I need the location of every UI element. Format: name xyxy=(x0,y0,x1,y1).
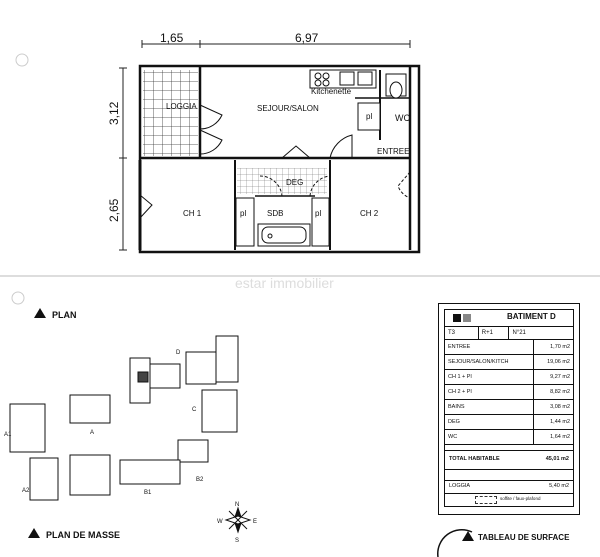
surface-row-value: 1,44 m2 xyxy=(550,419,570,425)
surface-row: WC 1,64 m2 xyxy=(445,429,573,445)
label-wc: WC xyxy=(395,113,410,123)
plan-label-c: C xyxy=(192,407,197,413)
label-entree: ENTREE xyxy=(377,147,409,156)
building-swatch xyxy=(463,314,471,322)
surface-row-label: DEG xyxy=(445,414,535,430)
plan-label-a2: A2 xyxy=(22,488,30,494)
label-pl-right: pl xyxy=(315,209,321,218)
label-pl-wc: pl xyxy=(366,112,372,121)
surface-row-value: 1,70 m2 xyxy=(550,343,570,350)
surface-row-label: CH 2 + Pl xyxy=(445,384,535,400)
loggia-row: LOGGIA 5,40 m2 xyxy=(445,480,573,494)
surface-table-header: BATIMENT D xyxy=(445,310,573,327)
surface-row: DEG 1,44 m2 xyxy=(445,414,573,430)
plan-heading: PLAN xyxy=(52,310,77,320)
label-ch1: CH 1 xyxy=(183,209,202,218)
tableau-arrow-icon xyxy=(462,531,474,541)
surface-table: T3 R+1 N°21 xyxy=(445,327,573,340)
kitchenette-counter xyxy=(309,69,377,89)
scan-mark xyxy=(11,291,25,305)
surface-row-label: CH 1 + Pl xyxy=(445,369,535,385)
tableau-arc xyxy=(437,528,473,557)
plan-de-masse-heading: PLAN DE MASSE xyxy=(46,530,120,540)
legend-text: soffite / faux-plafond xyxy=(500,496,541,501)
surface-row-value: 1,64 m2 xyxy=(550,434,570,440)
dim-left-upper: 3,12 xyxy=(107,101,121,125)
surface-row: ENTREE 1,70 m2 xyxy=(445,339,573,355)
compass-w: W xyxy=(217,519,223,525)
legend-row: soffite / faux-plafond xyxy=(445,495,573,505)
plan-arrow-icon xyxy=(34,308,46,318)
surface-row-value: 8,82 m2 xyxy=(550,389,570,395)
apt-number: N°21 xyxy=(512,329,526,336)
surface-row-value: 3,08 m2 xyxy=(550,404,570,410)
building-title: BATIMENT D xyxy=(507,312,556,321)
surface-table-frame: BATIMENT D T3 R+1 N°21 ENTREE 1,70 m2 SEJO… xyxy=(438,303,580,515)
total-label: TOTAL HABITABLE xyxy=(449,456,500,462)
tableau-heading: TABLEAU DE SURFACE xyxy=(478,533,570,542)
dim-top-left: 1,65 xyxy=(160,31,184,45)
building-swatch xyxy=(453,314,461,322)
closets xyxy=(235,197,330,247)
surface-row-value: 19,06 m2 xyxy=(547,359,570,365)
surface-row: CH 2 + Pl 8,82 m2 xyxy=(445,384,573,400)
surface-row-label: BAINS xyxy=(445,399,535,415)
scan-mark xyxy=(15,53,29,67)
dimension-lines xyxy=(119,40,411,251)
surface-row: BAINS 3,08 m2 xyxy=(445,399,573,415)
dim-top-right: 6,97 xyxy=(295,31,319,45)
dim-left-lower: 2,65 xyxy=(107,198,121,222)
label-sdb: SDB xyxy=(267,209,283,218)
surface-rows: ENTREE 1,70 m2 SEJOUR/SALON/KITCH 19,06 m2 C… xyxy=(445,339,573,446)
label-kitchenette: Kitchenette xyxy=(311,87,352,96)
loggia-value: 5,40 m2 xyxy=(549,483,569,489)
label-ch2: CH 2 xyxy=(360,209,379,218)
surface-row: CH 1 + Pl 9,27 m2 xyxy=(445,369,573,385)
label-deg: DEG xyxy=(286,178,303,187)
total-value: 45,01 m2 xyxy=(545,456,569,462)
compass-s: S xyxy=(235,538,239,544)
surface-row-value: 9,27 m2 xyxy=(550,374,570,380)
plan-label-b2: B2 xyxy=(196,477,204,483)
compass-e: E xyxy=(253,519,257,525)
total-row: TOTAL HABITABLE 45,01 m2 xyxy=(445,450,573,470)
loggia-tiling xyxy=(143,70,198,156)
label-loggia: LOGGIA xyxy=(166,102,197,111)
compass-rose-icon xyxy=(224,506,252,534)
surface-row-label: WC xyxy=(445,429,535,445)
plan-label-a1: A1 xyxy=(4,432,12,438)
bathtub xyxy=(257,223,311,247)
apt-type: T3 xyxy=(445,327,479,339)
label-pl-left: pl xyxy=(240,209,246,218)
doors xyxy=(139,104,411,219)
legend-swatch xyxy=(475,496,497,504)
plan-label-b1: B1 xyxy=(144,490,152,496)
watermark-text: estar immobilier xyxy=(235,275,334,291)
surface-row: SEJOUR/SALON/KITCH 19,06 m2 xyxy=(445,354,573,370)
surface-row-label: SEJOUR/SALON/KITCH xyxy=(445,354,535,370)
site-plan xyxy=(9,335,239,501)
deg-tiling xyxy=(237,168,327,194)
apt-level: R+1 xyxy=(478,327,510,339)
wc-fixtures xyxy=(357,73,407,131)
compass-n: N xyxy=(235,502,239,508)
plan-label-d: D xyxy=(176,350,181,356)
surface-row-label: ENTREE xyxy=(445,339,535,355)
plan-de-masse-arrow-icon xyxy=(28,528,40,538)
plan-label-a: A xyxy=(90,430,94,436)
label-sejour: SEJOUR/SALON xyxy=(257,104,319,113)
loggia-label: LOGGIA xyxy=(449,483,471,489)
